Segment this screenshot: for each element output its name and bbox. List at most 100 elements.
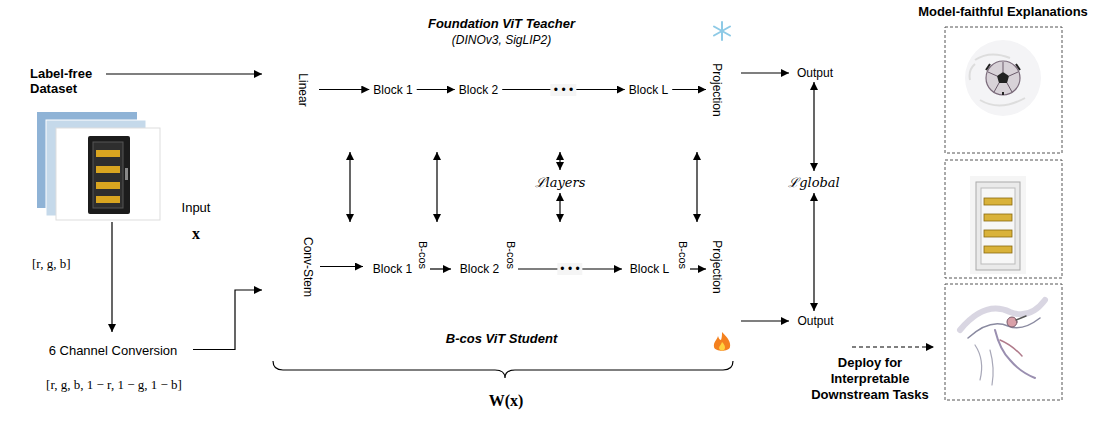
channel-note: [r, g, b, 1 − r, 1 − g, 1 − b] [18,378,210,393]
explanation-cabinet [984,214,1012,221]
connector-arrow [741,320,789,321]
deploy-arrow [852,347,934,348]
fire-icon [719,342,725,350]
wrapper-label: B-cos [505,241,516,269]
explanation-cabinet [970,176,1026,274]
dataset-images [125,168,128,180]
output-label: Output [797,315,833,327]
snowflake-icon [714,27,730,36]
layer-block: Block 1 [369,59,416,120]
connector-arrow [813,82,814,171]
layer-block: Projection [706,233,728,300]
connector-arrow [417,89,455,90]
output-box: Output [789,64,841,82]
teacher-model-box: Foundation ViT Teacher (DINOv3, SigLIP2) L… [262,14,741,152]
explanation-bird [968,318,1040,338]
explanation-frames [945,284,1062,400]
explanation-bird [1000,340,1022,356]
output-box: Output [789,311,842,331]
connector-arrow [672,89,706,90]
connector-arrow [696,152,697,222]
input-symbol: x [192,226,200,242]
loss-box: ℒglobal [776,171,852,193]
wrapper-label: B-cos [677,241,688,269]
block-label: Block L [629,84,668,96]
block-label: Linear [297,73,309,106]
explanation-cabinet [984,230,1012,237]
block-label: Block 2 [460,263,499,275]
explanation-cabinet [970,176,1026,274]
dataset-images [96,150,120,157]
layer-block: Block L [625,59,672,120]
connector-arrow [319,89,369,90]
connector-arrow [559,193,560,222]
explanation-ball [970,54,1025,105]
snowflake-icon [714,22,730,40]
dataset-images [93,142,123,208]
explanation-ball [965,40,1041,116]
dataset-images [96,182,120,189]
layer-block: Block 1 [369,241,416,297]
connector-arrow [349,152,350,222]
dataset-heading: Label-free Dataset [30,66,114,96]
input-heading: Input [182,201,211,216]
connector-arrow [430,268,451,269]
layer-block: Linear [287,59,319,120]
explanation-cabinet [984,198,1012,205]
block-label: Block 2 [459,84,498,96]
explanation-ball [986,64,1020,95]
connector-arrow [813,193,814,311]
bcos-wrapper: B-cosBlock 1 [363,233,430,305]
explanation-ball [986,61,1020,95]
explanation-ball [988,62,1018,92]
layer-block: Block L [626,241,673,297]
explanation-bird [1007,317,1017,327]
connector-arrow [193,290,262,350]
bcos-wrapper: B-cos Block L [622,233,690,305]
dataset-group: Label-free Dataset [30,66,165,222]
explanation-bird [960,300,1045,330]
layer-block: Block 2 [456,241,503,297]
ellipsis-label: • • • [551,84,576,96]
model-title: Foundation ViT Teacher [262,17,741,32]
dataset-images [56,128,160,220]
explanation-frames [945,27,1062,153]
block-label: Projection [711,240,723,293]
process-box: 6 Channel Conversion [33,332,193,367]
wrapper-label: B-cos [417,241,428,269]
box-label: 6 Channel Conversion [49,343,178,356]
explanation-cabinet [981,188,1015,264]
model-subtitle: (DINOv3, SigLIP2) [262,34,741,48]
loss-box: ℒlayers [522,170,598,193]
dataset-images [96,166,120,173]
fire-icon [714,332,730,351]
layer-block: Conv-Stem [295,232,320,300]
channel-note: [r, g, b] [32,257,70,272]
explanation-ball [997,72,1009,83]
loss-label: ℒglobal [788,176,840,189]
output-label: Output [797,67,833,79]
weight-symbol: W(x) [489,393,524,409]
connector-arrow [106,73,262,74]
connector-arrow [436,152,437,222]
explanation-bird [960,300,1045,385]
explanation-frames [945,160,1062,278]
connector-arrow [690,268,706,269]
student-model-box: B-cos ViT StudentConv-StemB-cosBlock 1B-… [262,222,741,360]
explanation-ball [965,40,1041,116]
block-label: Conv-Stem [302,236,314,296]
dataset-images [37,112,160,220]
dataset-images [88,136,130,214]
dataset-images [96,196,120,203]
block-label: Block 1 [373,263,412,275]
loss-label: ℒlayers [535,175,586,188]
curly-brace [273,361,733,378]
snowflake-icon [714,27,730,36]
deploy-note: Deploy for Interpretable Downstream Task… [806,355,934,403]
section-heading: Model-faithful Explanations [903,5,1103,20]
explanation-cabinet [976,182,1020,270]
block-label: Projection [711,63,723,116]
connector-arrow [559,152,560,170]
connector-arrow [741,72,789,73]
